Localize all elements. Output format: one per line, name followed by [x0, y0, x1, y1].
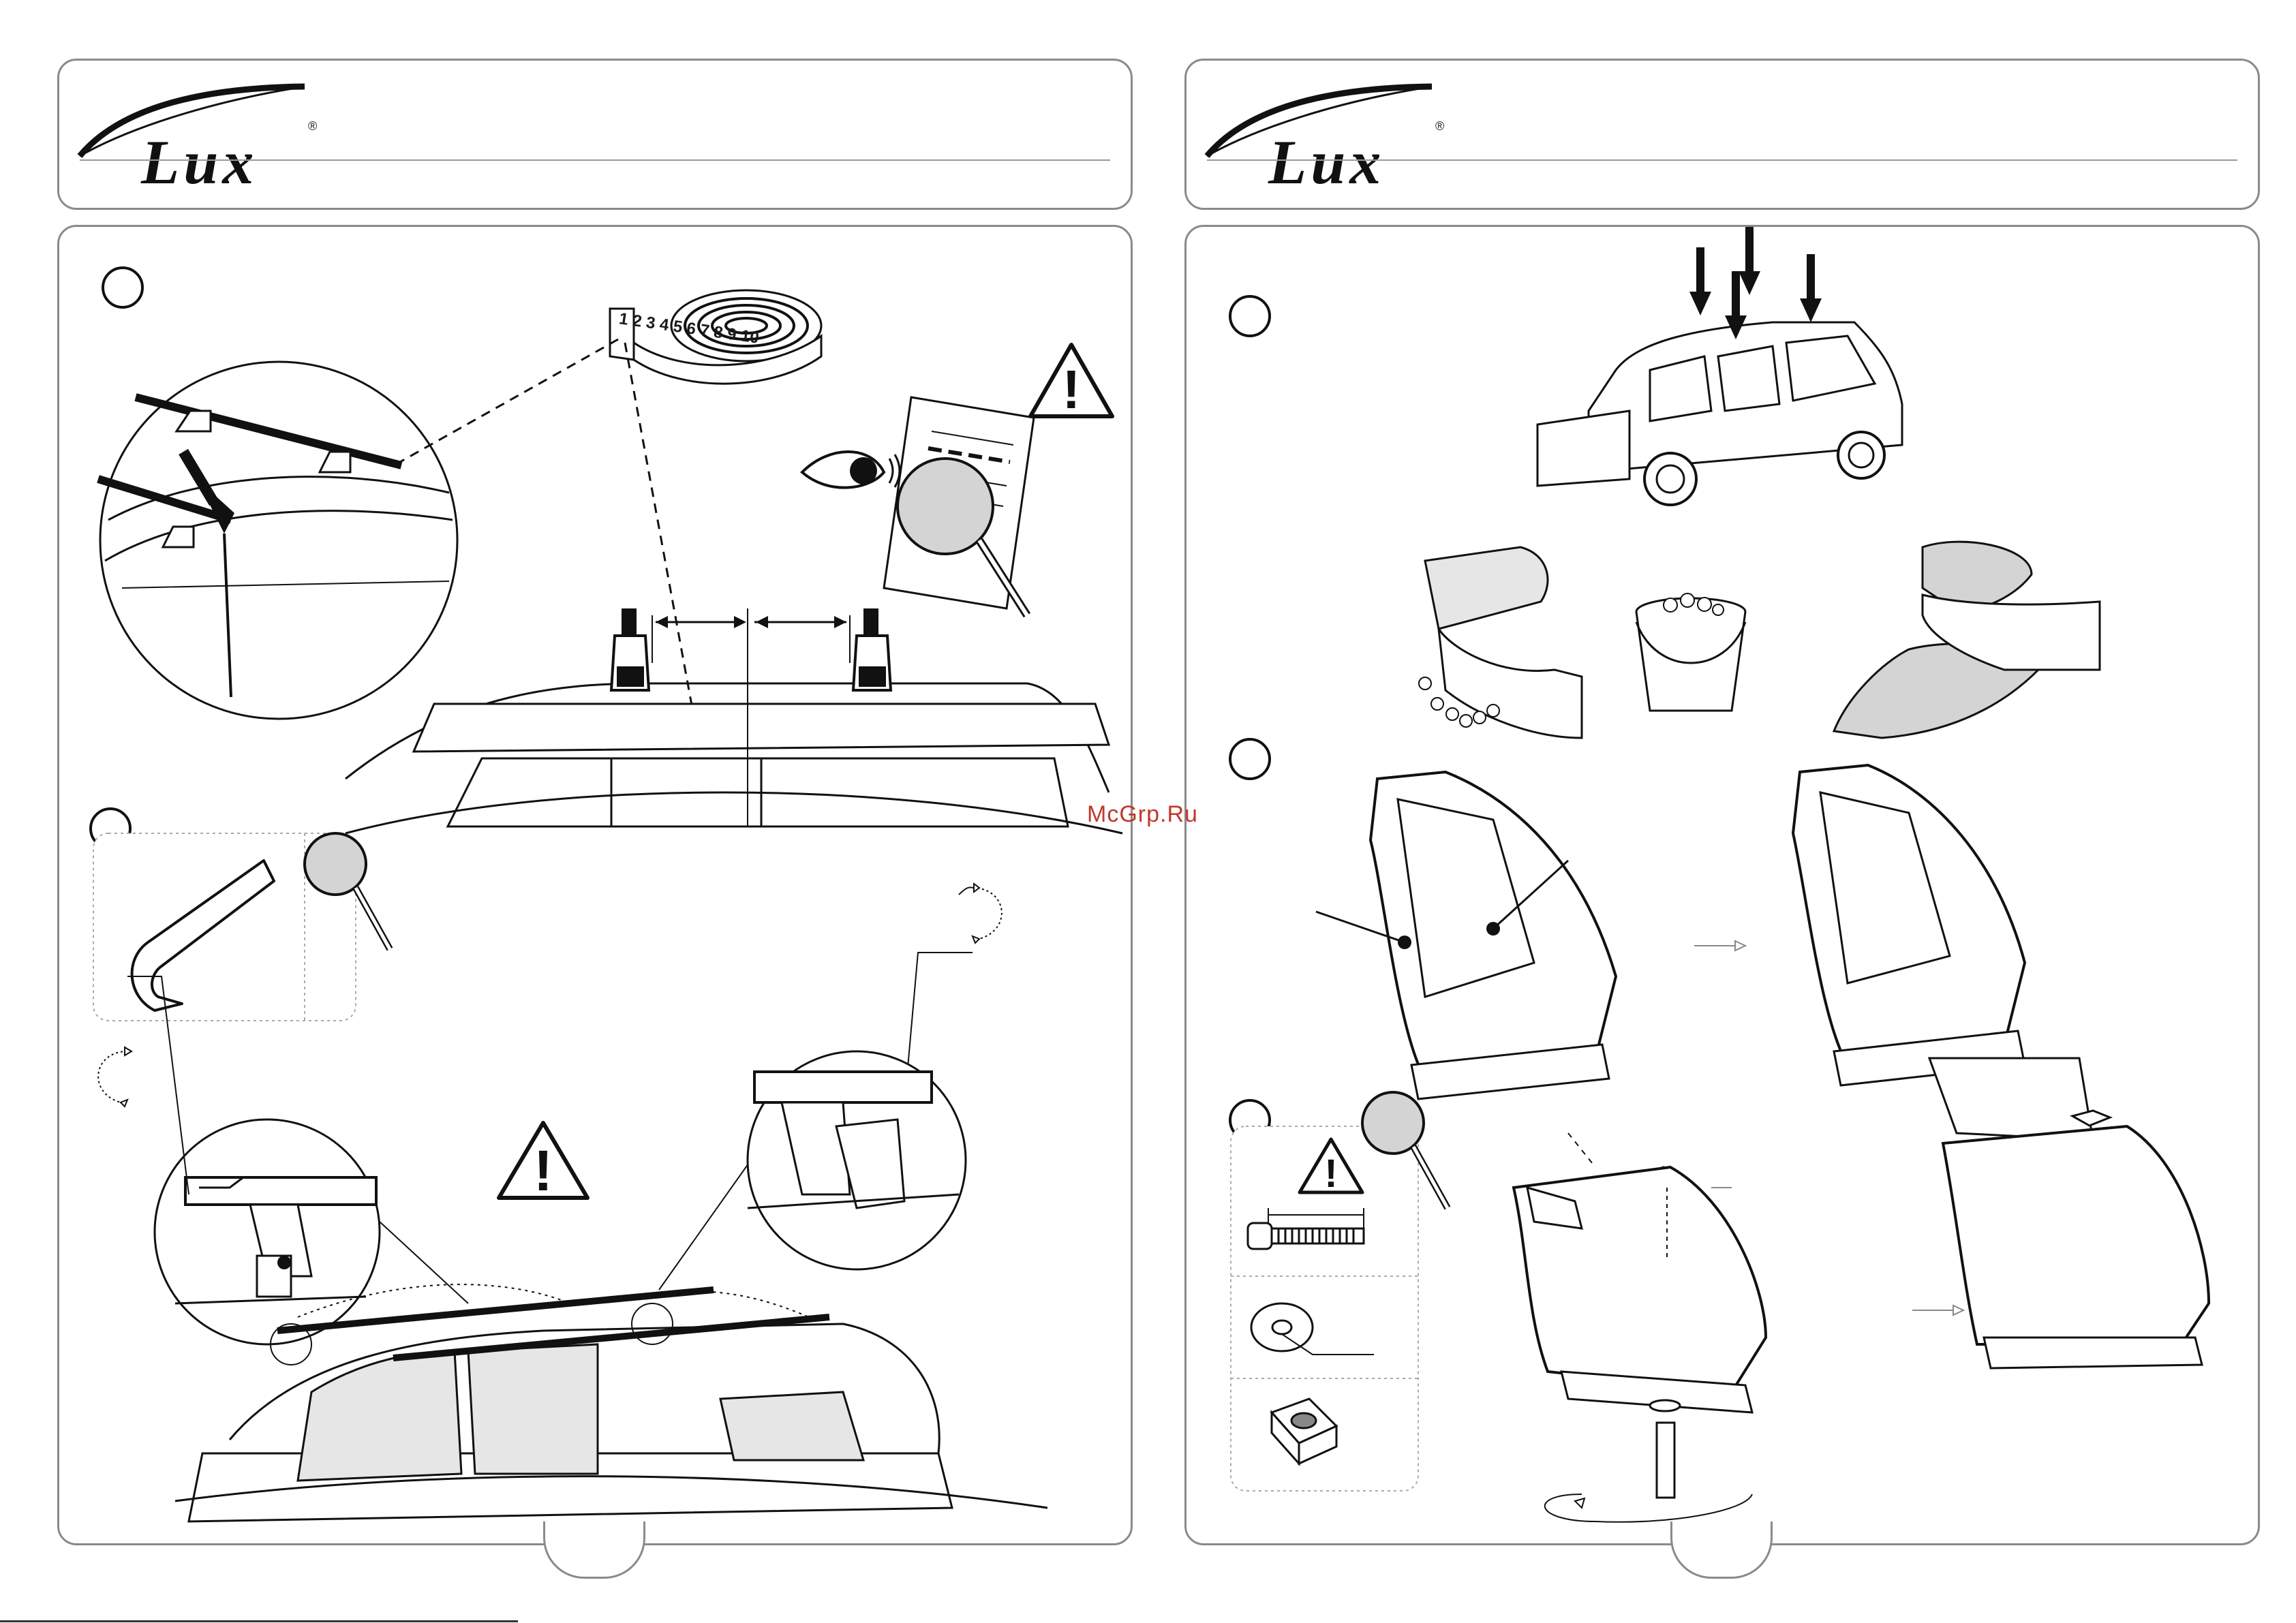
- sponge-icon: [1398, 540, 1589, 745]
- roof-foot-right: [853, 608, 891, 690]
- washer-icon: [1244, 1290, 1381, 1365]
- cloth-icon: [1827, 534, 2113, 738]
- registered-mark: ®: [308, 119, 317, 134]
- step-2-circle: [1229, 738, 1271, 780]
- right-content-panel: !: [1184, 225, 2260, 1545]
- car-roof-cleaning-illustration: [1534, 247, 1957, 574]
- left-content-panel: 1 2 3 4 5 6 7 8 9 10 !: [57, 225, 1133, 1545]
- page-number-tab: [543, 1521, 645, 1579]
- bottom-rule: [0, 1620, 518, 1622]
- bolt-icon: [1248, 1201, 1371, 1256]
- warning-triangle-icon: !: [495, 1119, 591, 1201]
- left-header-panel: Lux ®: [57, 59, 1133, 210]
- lux-logo-text: Lux: [141, 126, 258, 198]
- watermark-text: McGrp.Ru: [1087, 801, 1198, 828]
- registered-mark: ®: [1435, 119, 1444, 134]
- foot-disassembly-illustration: [1343, 758, 2243, 1140]
- car-with-roof-bars-illustration: [162, 1249, 1061, 1535]
- bucket-icon: [1623, 574, 1759, 724]
- header-divider: [1207, 159, 2237, 161]
- step-1-circle: [1229, 295, 1271, 337]
- header-divider: [80, 159, 1110, 161]
- car-roof-measure-illustration: [346, 608, 1122, 826]
- instruction-sheet-icon: [877, 384, 1041, 629]
- lux-logo-text: Lux: [1268, 126, 1385, 198]
- magnifier-icon: [1356, 1085, 1458, 1215]
- page-number-tab: [1670, 1521, 1773, 1579]
- foot-bolt-assembly-illustration: [1445, 1113, 2263, 1521]
- svg-text:!: !: [534, 1139, 553, 1203]
- svg-text:!: !: [1062, 359, 1081, 420]
- right-header-panel: Lux ®: [1184, 59, 2260, 210]
- foot-detail-zoom-right: [741, 1045, 973, 1276]
- svg-text:!: !: [1324, 1151, 1337, 1196]
- square-nut-icon: [1261, 1392, 1343, 1467]
- warning-triangle-icon: !: [1297, 1137, 1365, 1194]
- tape-number: 10: [739, 326, 760, 347]
- roof-foot-left: [611, 608, 649, 690]
